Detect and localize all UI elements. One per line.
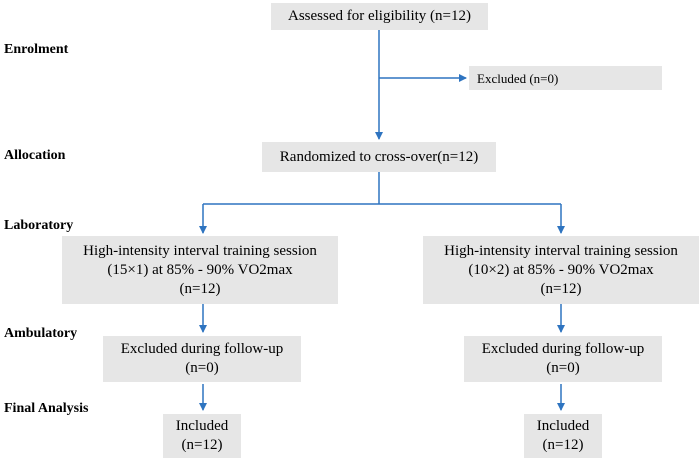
stage-label-ambulatory: Ambulatory [4,326,78,341]
stage-label-final-analysis: Final Analysis [4,401,89,416]
assessed-label: Assessed for eligibility (n=12) [287,8,472,24]
left-followup-line2: (n=0) [185,360,219,376]
stage-label-enrolment: Enrolment [4,42,69,57]
excluded-box: Excluded (n=0) [469,66,662,90]
left-session-line1: High-intensity interval training session [83,242,317,259]
right-included-line2: (n=12) [542,437,584,453]
left-followup-box: Excluded during follow-up (n=0) [103,336,301,382]
left-followup-line1: Excluded during follow-up [120,341,284,357]
left-included-box: Included (n=12) [163,414,241,458]
stage-label-laboratory: Laboratory [4,218,74,233]
left-included-line1: Included [175,418,229,434]
assessed-box: Assessed for eligibility (n=12) [271,3,488,30]
left-session-line3: (n=12) [179,280,221,297]
right-followup-line2: (n=0) [546,360,580,376]
left-session-box: High-intensity interval training session… [62,236,338,304]
left-session-line2: (15×1) at 85% - 90% VO2max [107,261,293,278]
right-session-line2: (10×2) at 85% - 90% VO2max [468,261,654,278]
left-included-line2: (n=12) [181,437,223,453]
right-followup-box: Excluded during follow-up (n=0) [464,336,662,382]
right-followup-line1: Excluded during follow-up [481,341,645,357]
right-session-line1: High-intensity interval training session [444,242,678,259]
right-included-line1: Included [536,418,590,434]
excluded-label: Excluded (n=0) [477,70,559,86]
right-included-box: Included (n=12) [524,414,602,458]
right-session-line3: (n=12) [540,280,582,297]
right-session-box: High-intensity interval training session… [423,236,699,304]
randomized-label: Randomized to cross-over(n=12) [279,148,479,165]
stage-label-allocation: Allocation [4,148,66,163]
randomized-box: Randomized to cross-over(n=12) [262,142,496,172]
